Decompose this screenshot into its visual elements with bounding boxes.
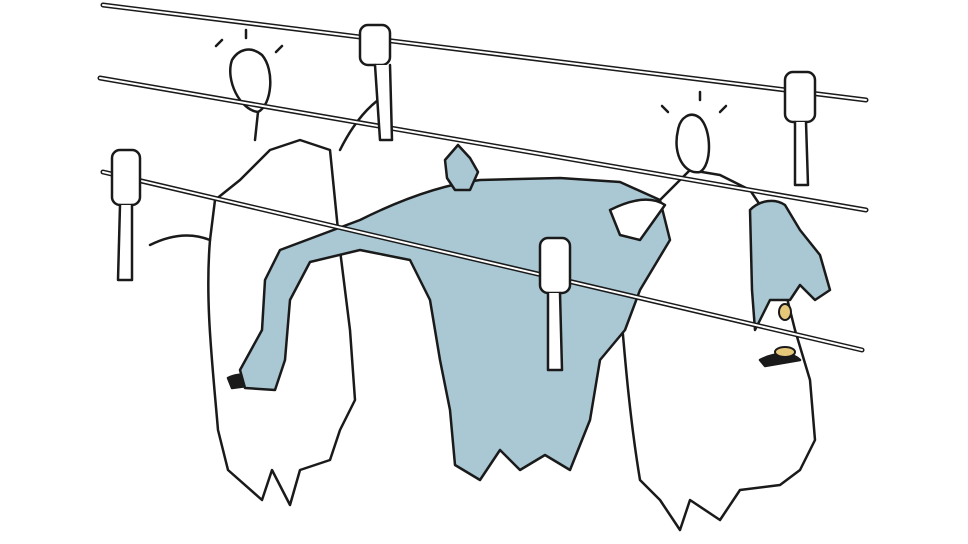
coin-icon xyxy=(774,346,796,358)
insulator-2 xyxy=(110,148,142,282)
right-white-figure xyxy=(618,90,817,532)
power-wires xyxy=(97,2,869,353)
falling-coin-icon xyxy=(778,303,792,321)
insulator-3 xyxy=(783,70,817,187)
left-white-figure xyxy=(148,28,387,507)
insulator-4 xyxy=(538,236,572,372)
insulator-1 xyxy=(358,23,394,142)
